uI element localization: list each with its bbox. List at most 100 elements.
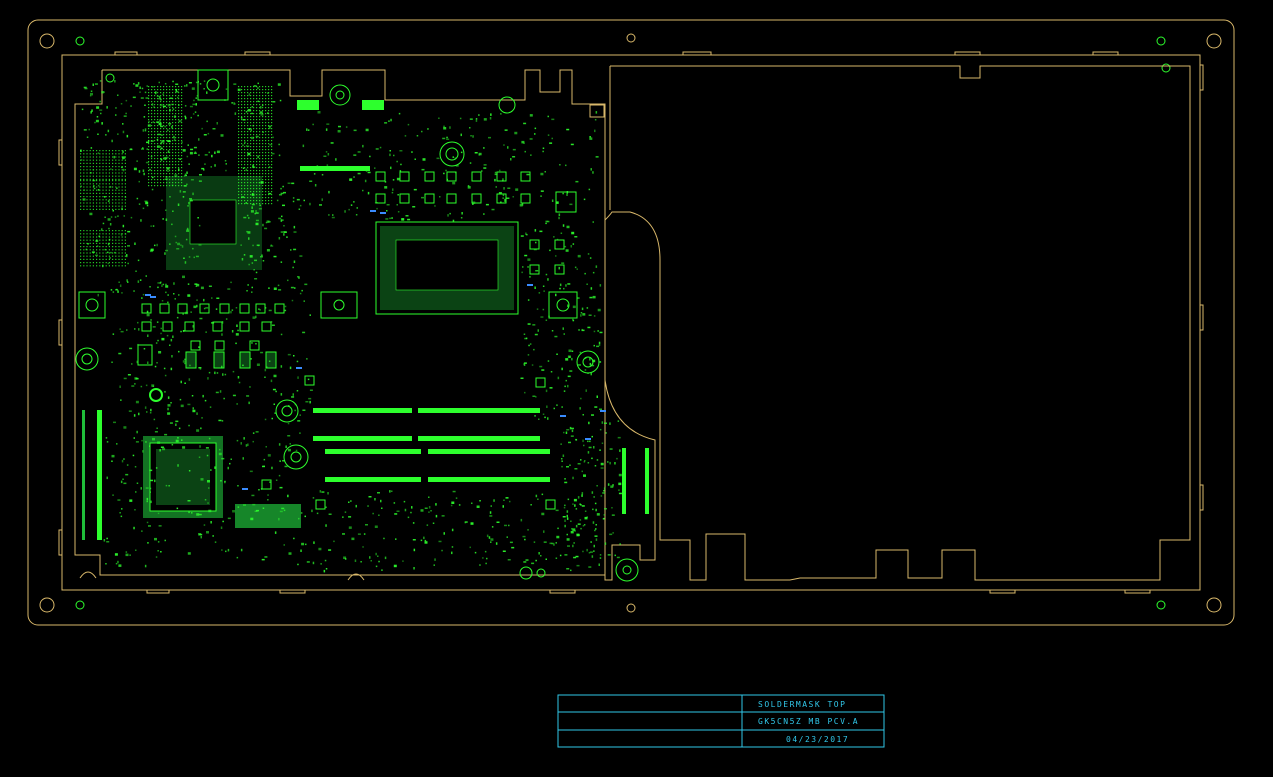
smd-pad: [580, 527, 582, 530]
bga-ball: [105, 230, 107, 232]
smd-pad: [569, 464, 571, 466]
smd-pad: [399, 150, 403, 152]
smd-pad: [532, 324, 536, 326]
power-pad: [249, 340, 260, 351]
bga-ball: [175, 149, 177, 151]
bga-ball: [118, 196, 120, 198]
bga-ball: [157, 158, 159, 160]
smd-pad: [146, 497, 149, 501]
bga-ball: [86, 156, 88, 158]
smd-pad: [134, 466, 137, 468]
smd-pad: [273, 403, 275, 405]
bga-ball: [151, 110, 153, 112]
smd-pad: [599, 331, 603, 334]
smd-pad: [570, 245, 572, 248]
smd-pad: [167, 404, 171, 407]
bga-ball: [268, 167, 270, 169]
smd-pad: [197, 217, 199, 219]
bga-ball: [115, 255, 117, 257]
smd-pad: [564, 245, 567, 248]
bga-ball: [265, 197, 267, 199]
smd-pad: [101, 91, 105, 93]
smd-pad: [137, 259, 140, 262]
smd-pad: [299, 414, 301, 416]
bga-ball: [262, 104, 264, 106]
smd-pad: [136, 160, 138, 162]
smd-pad: [319, 204, 322, 206]
bga-ball: [86, 233, 88, 235]
bga-ball: [169, 176, 171, 178]
bga-ball: [108, 162, 110, 164]
smd-pad: [618, 482, 622, 486]
smd-pad: [490, 113, 492, 116]
smd-pad: [184, 115, 186, 118]
smd-pad: [254, 278, 258, 280]
smd-pad: [595, 528, 597, 530]
smd-pad: [142, 207, 145, 210]
bga-ball: [169, 170, 171, 172]
smd-pad: [469, 127, 471, 129]
bga-ball: [265, 89, 267, 91]
smd-pad: [188, 511, 190, 514]
smd-pad: [562, 454, 565, 457]
smd-pad: [135, 441, 139, 443]
smd-pad: [142, 129, 145, 132]
bga-ball: [151, 119, 153, 121]
smd-pad: [279, 99, 282, 102]
bga-ball: [151, 152, 153, 154]
bga-ball: [112, 230, 114, 232]
smd-pad: [438, 117, 440, 119]
smd-pad: [300, 512, 303, 514]
smd-pad: [107, 242, 110, 246]
smd-pad: [187, 294, 191, 297]
smd-pad: [156, 95, 160, 98]
bga-ball: [154, 149, 156, 151]
bga-ball: [154, 185, 156, 187]
bga-ball: [178, 158, 180, 160]
smd-pad: [529, 114, 533, 117]
smd-pad: [604, 508, 607, 510]
bga-ball: [175, 104, 177, 106]
bga-ball: [163, 125, 165, 127]
smd-pad: [502, 197, 504, 199]
smd-pad: [525, 559, 529, 561]
bga-ball: [241, 104, 243, 106]
bga-ball: [151, 167, 153, 169]
bga-ball: [86, 192, 88, 194]
smd-pad: [258, 489, 260, 491]
smd-pad: [262, 507, 265, 509]
bga-ball: [151, 98, 153, 100]
smd-pad: [290, 286, 294, 289]
bga-ball: [96, 153, 98, 155]
smd-pad: [136, 482, 139, 484]
bga-ball: [175, 101, 177, 103]
bga-ball: [154, 125, 156, 127]
smd-pad: [488, 536, 491, 539]
smd-pad: [556, 535, 560, 539]
smd-pad: [198, 154, 200, 156]
bga-ball: [92, 252, 94, 254]
power-pad: [520, 171, 531, 182]
smd-pad: [245, 168, 248, 172]
bga-ball: [247, 146, 249, 148]
smd-pad: [210, 469, 212, 471]
bga-ball: [102, 192, 104, 194]
smd-pad: [527, 299, 530, 301]
smd-pad: [167, 407, 169, 411]
bga-ball: [86, 246, 88, 248]
bga-ball: [250, 197, 252, 199]
bga-ball: [80, 199, 82, 201]
smd-pad: [291, 299, 294, 302]
smd-pad: [383, 537, 385, 540]
smd-pad: [590, 287, 593, 290]
smd-pad: [202, 394, 204, 398]
smd-pad: [252, 432, 255, 434]
smd-pad: [555, 255, 557, 257]
smd-pad: [162, 105, 166, 108]
smd-pad: [186, 229, 190, 232]
smd-pad: [379, 146, 382, 149]
bga-ball: [118, 189, 120, 191]
bga-ball: [238, 95, 240, 97]
smd-pad: [504, 524, 507, 527]
smd-pad: [589, 137, 593, 140]
